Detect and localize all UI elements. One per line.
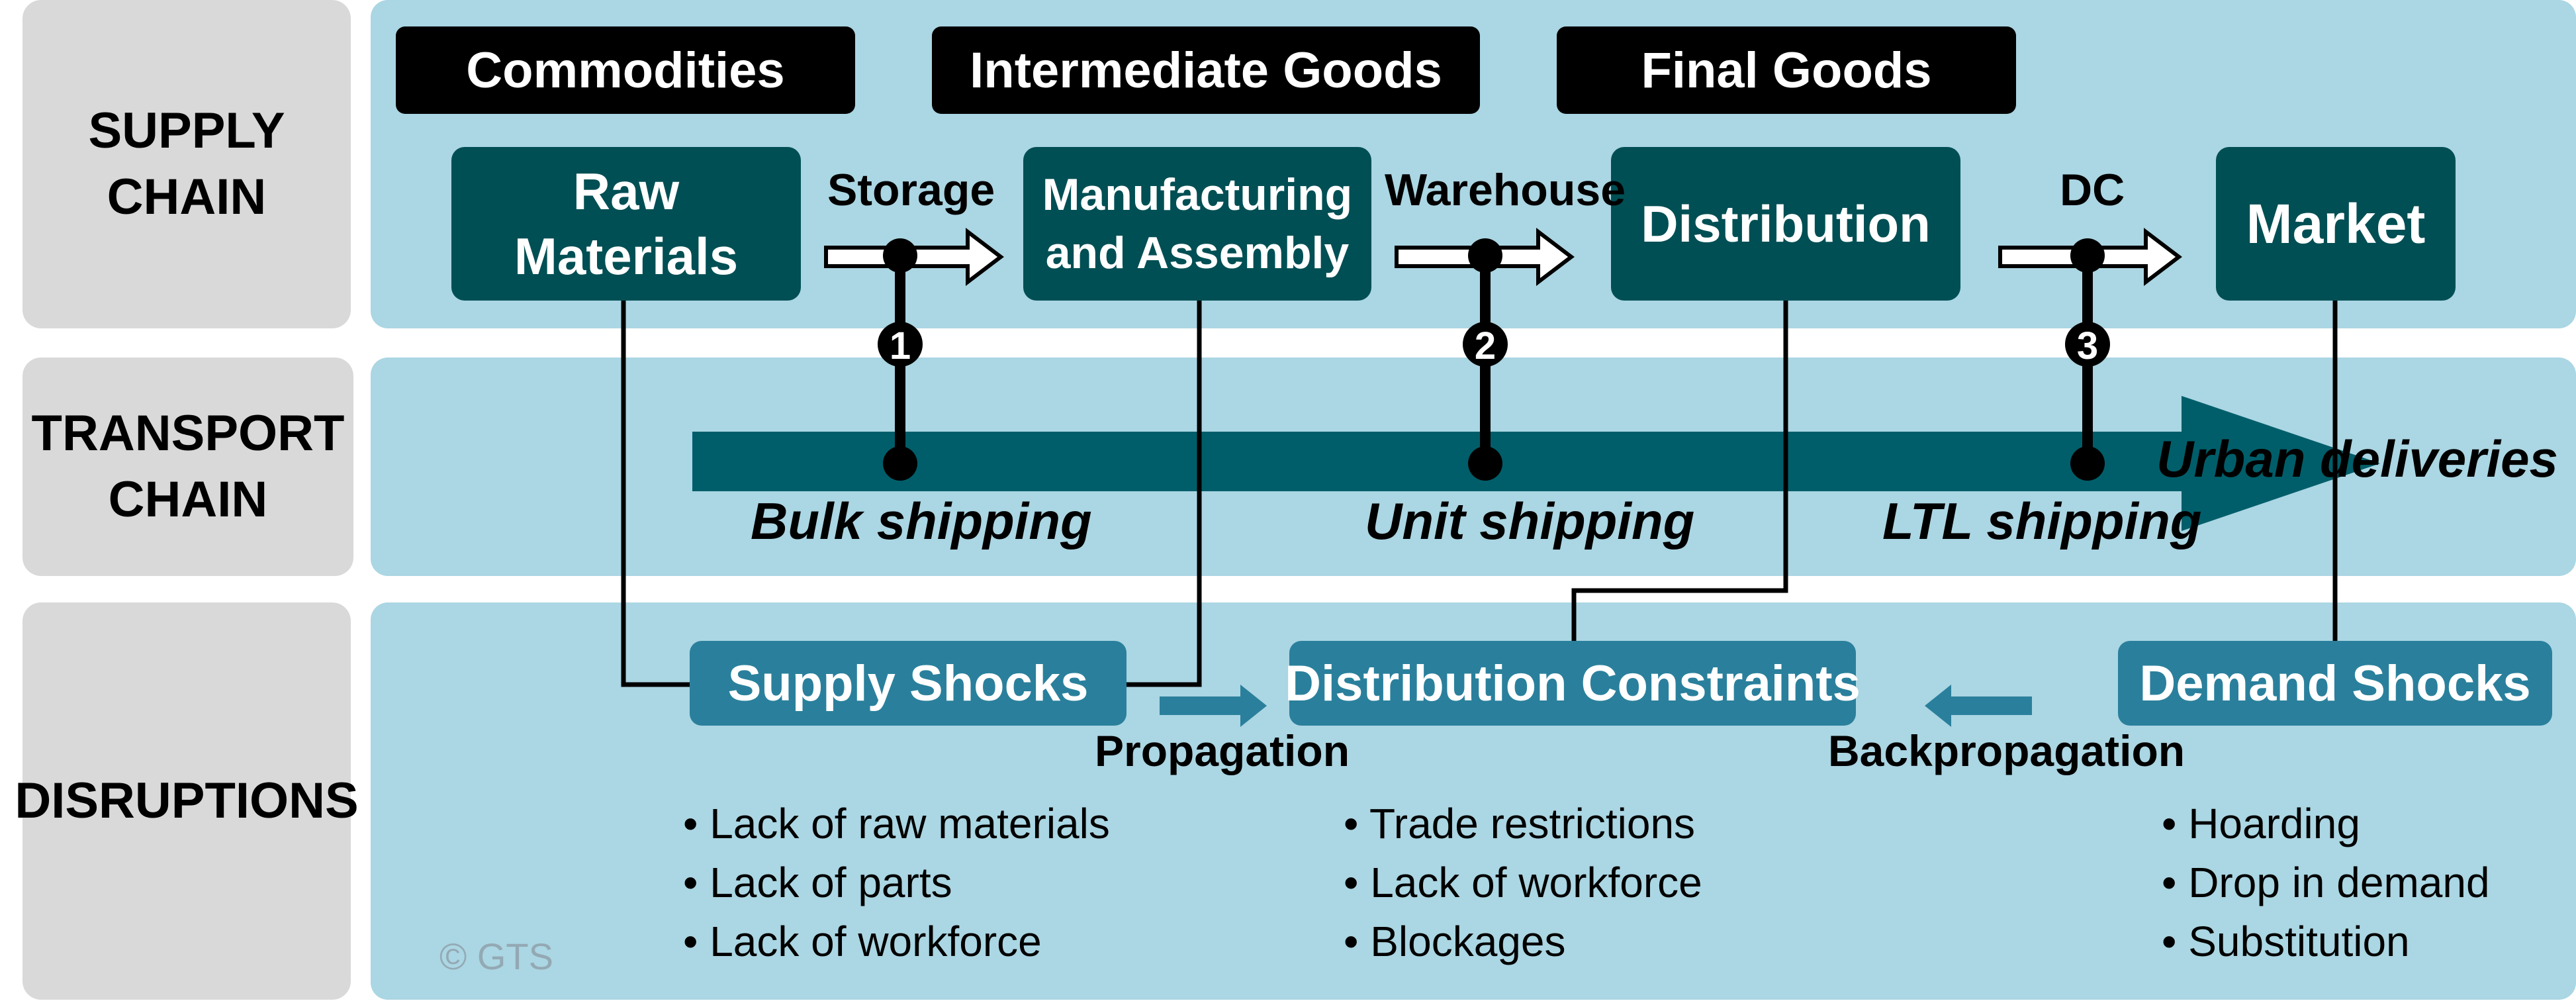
marker-top-dot-1 [883, 238, 917, 273]
list-item: • Hoarding [2162, 800, 2360, 847]
list-item: • Blockages [1344, 918, 1566, 965]
list-item: • Substitution [2162, 918, 2410, 965]
propagation-arrow [1160, 685, 1267, 727]
marker-badge-2 [1463, 322, 1508, 367]
list-item: • Lack of workforce [1344, 859, 1702, 906]
node-distribution: Distribution [1611, 147, 1960, 301]
label-bulk-shipping: Bulk shipping [751, 492, 1092, 550]
marker-bottom-dot-2 [1468, 446, 1502, 481]
category-commodities: Commodities [396, 26, 855, 114]
disruption-supply-shocks: Supply Shocks [690, 641, 1127, 726]
label-unit-shipping: Unit shipping [1365, 492, 1695, 550]
list-item: • Lack of raw materials [683, 800, 1110, 847]
row-label-disruptions: DISRUPTIONS [15, 602, 359, 1000]
supply-shocks-list: • Lack of raw materials • Lack of parts … [683, 794, 1110, 971]
connector-distribution-to-constraints [1571, 301, 1788, 642]
stage-label-warehouse: Warehouse [1385, 165, 1626, 215]
marker-top-dot-3 [2070, 238, 2105, 273]
label-ltl-shipping: LTL shipping [1882, 492, 2202, 550]
row-label-supply-chain: SUPPLY CHAIN [23, 0, 351, 328]
stage-label-storage: Storage [827, 165, 995, 215]
backpropagation-arrow [1925, 685, 2032, 727]
marker-bottom-dot-3 [2070, 446, 2105, 481]
disruption-distribution-constraints: Distribution Constraints [1285, 641, 1861, 726]
node-manufacturing-assembly: Manufacturing and Assembly [1023, 147, 1371, 301]
connector-raw-to-supply [621, 301, 691, 687]
copyright-watermark: © GTS [439, 935, 553, 977]
demand-shocks-list: • Hoarding • Drop in demand • Substituti… [2162, 794, 2490, 971]
node-market: Market [2216, 147, 2456, 301]
transport-chain-arrow [692, 396, 2380, 531]
category-final-goods: Final Goods [1557, 26, 2016, 114]
list-item: • Drop in demand [2162, 859, 2490, 906]
list-item: • Trade restrictions [1344, 800, 1696, 847]
marker-number-3: 3 [2077, 324, 2098, 367]
node-raw-materials: Raw Materials [451, 147, 801, 301]
list-item: • Lack of parts [683, 859, 952, 906]
stage-label-dc: DC [2060, 165, 2125, 215]
list-item: • Lack of workforce [683, 918, 1042, 965]
row-label-transport-chain: TRANSPORT CHAIN [23, 358, 353, 576]
distribution-constraints-list: • Trade restrictions • Lack of workforce… [1344, 794, 1702, 971]
label-backpropagation: Backpropagation [1828, 726, 2185, 775]
marker-number-1: 1 [890, 324, 911, 367]
connector-manufacturing-to-supply [1125, 301, 1202, 687]
marker-badge-1 [878, 322, 923, 367]
label-urban-deliveries: Urban deliveries [2156, 430, 2558, 488]
marker-bottom-dot-1 [883, 446, 917, 481]
marker-number-2: 2 [1475, 324, 1496, 367]
marker-top-dot-2 [1468, 238, 1502, 273]
disruption-demand-shocks: Demand Shocks [2118, 641, 2552, 726]
category-intermediate-goods: Intermediate Goods [932, 26, 1480, 114]
marker-badge-3 [2065, 322, 2110, 367]
label-propagation: Propagation [1095, 726, 1350, 775]
